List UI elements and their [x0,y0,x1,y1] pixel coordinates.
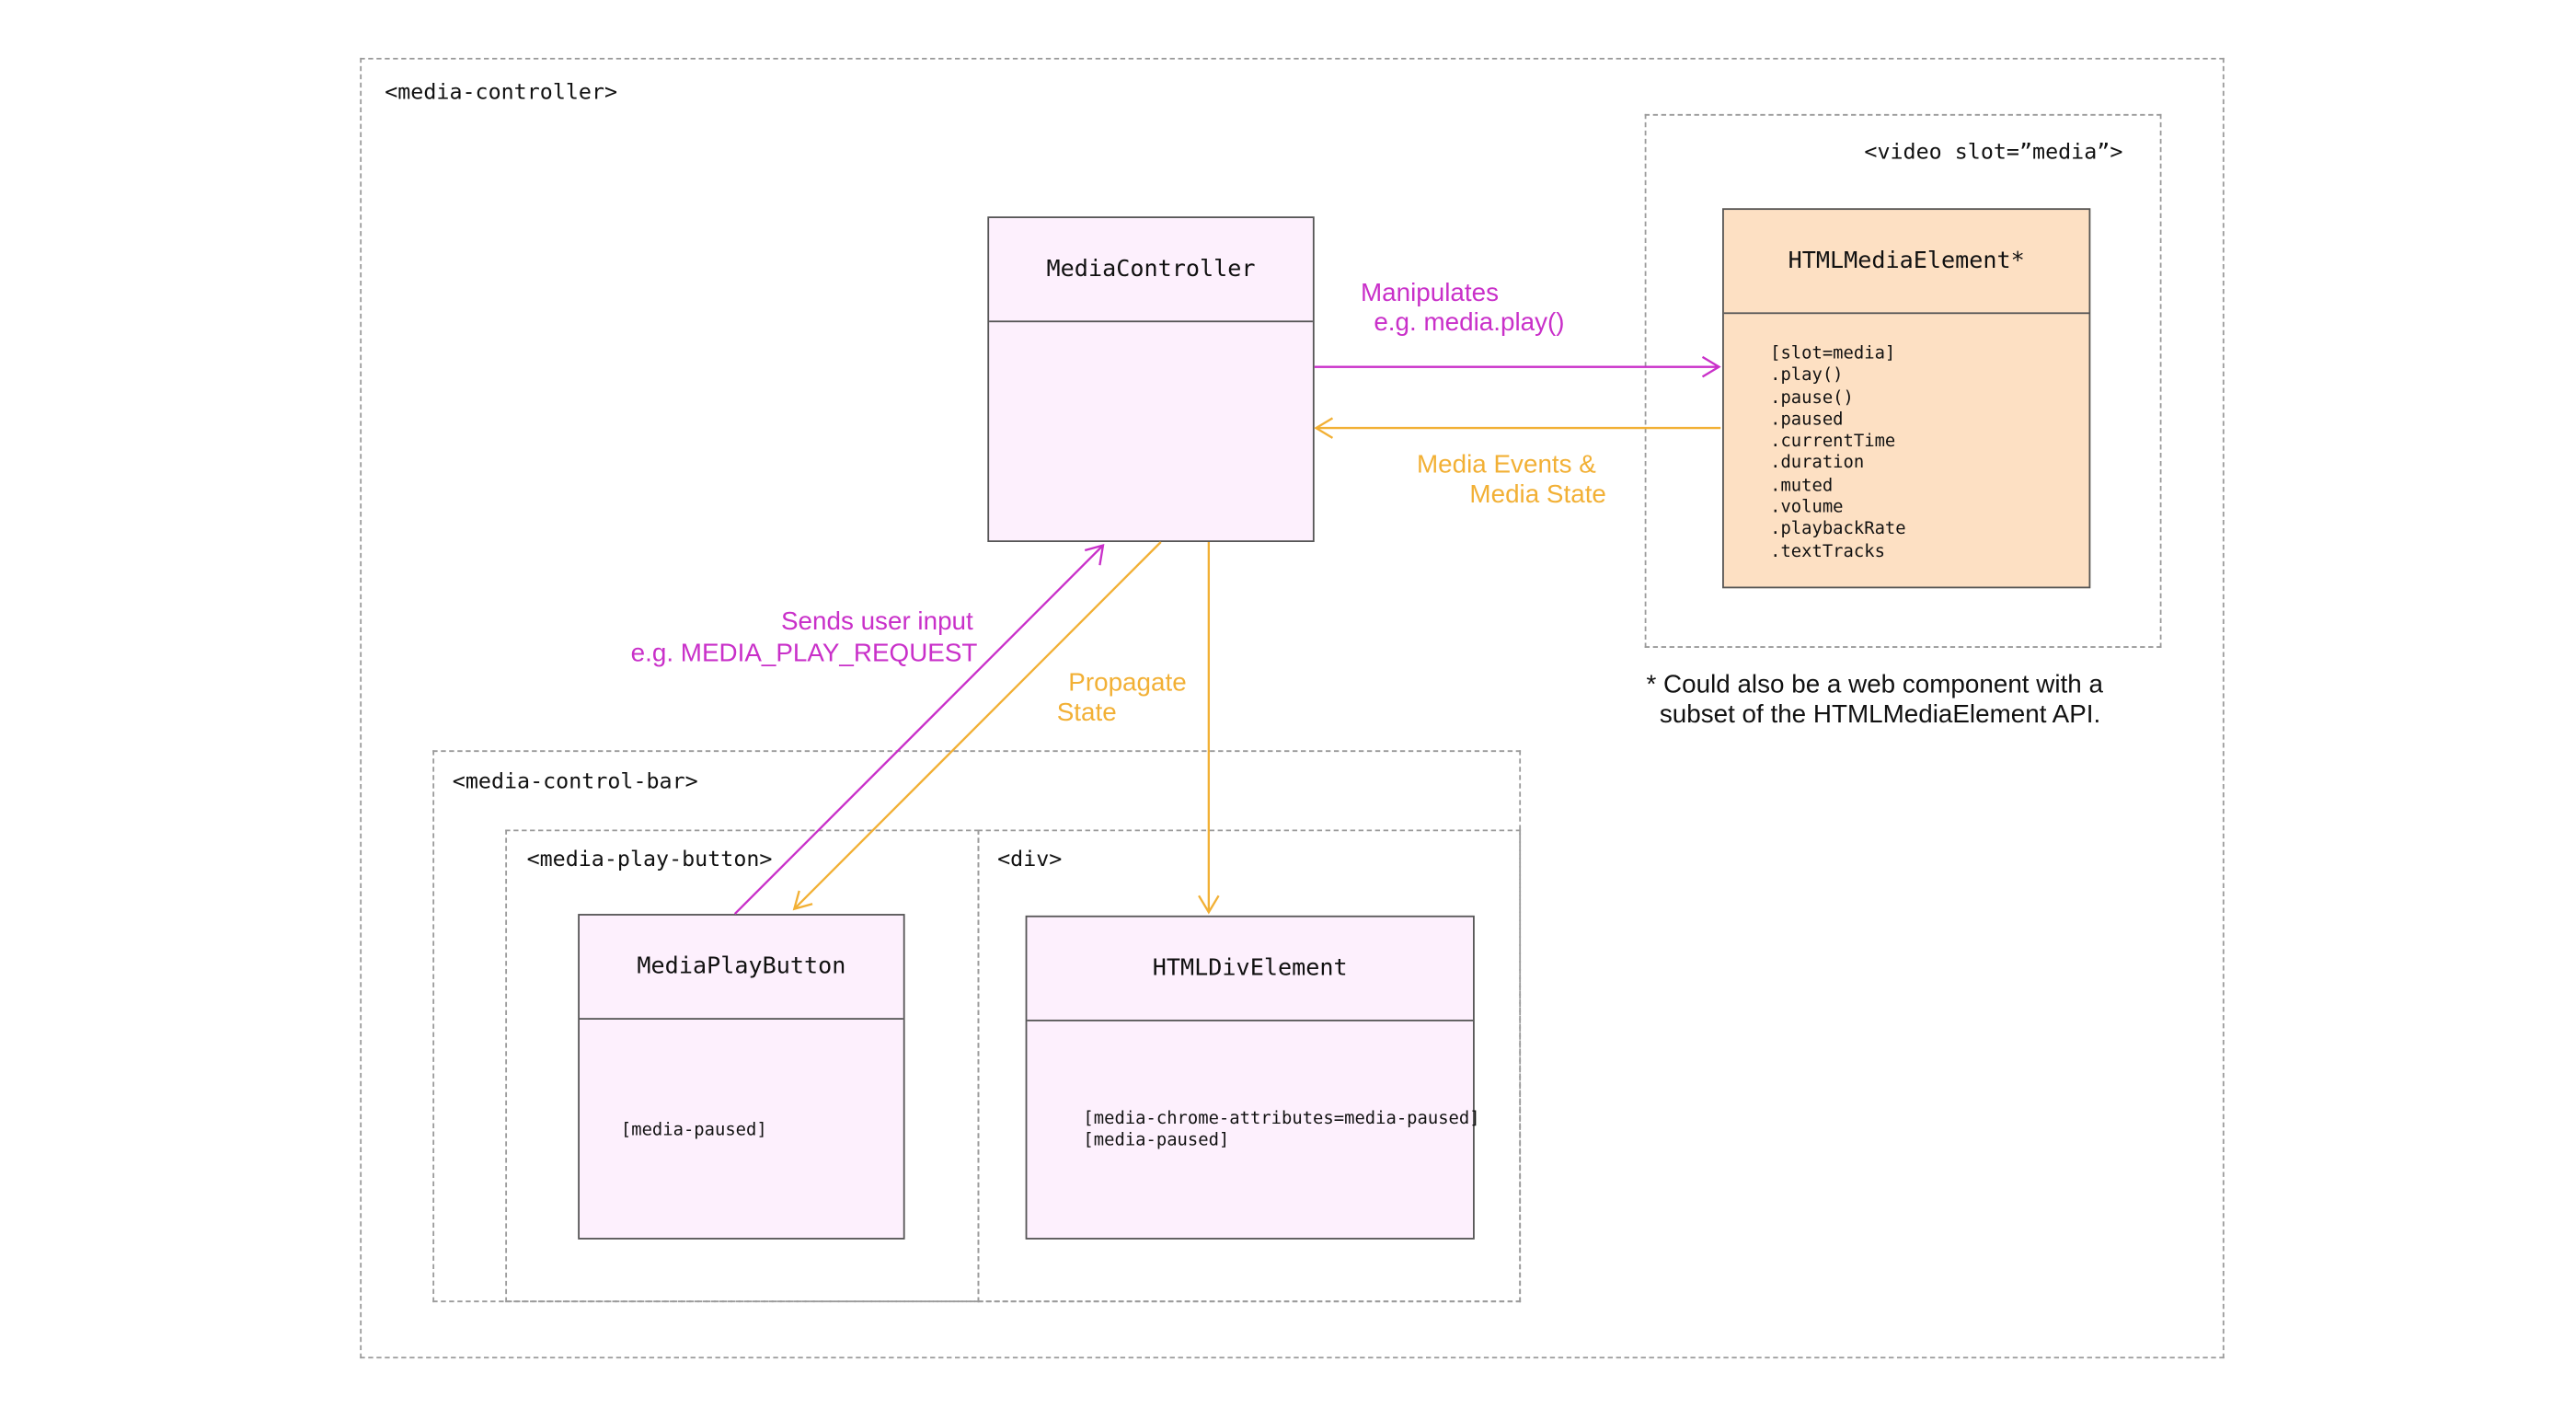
video-tag: <video slot=”media”> [1864,140,2123,166]
manipulates-arrow [1314,355,1721,378]
media-controller-title: MediaController [989,218,1313,323]
attribute-pause: .pause() [1770,387,1854,408]
html-media-element-attributes: [slot=media] .play() .pause() .paused .c… [1770,344,1906,564]
media-events-label-line1: Media Events & [1416,451,1596,479]
html-div-element-box: HTMLDivElement [media-chrome-attributes=… [1025,915,1480,1240]
manipulates-label-line1: Manipulates [1360,279,1499,308]
media-controller-box: MediaController [987,216,1315,543]
attribute-paused: .paused [1770,410,1844,430]
html-div-element-attributes: [media-chrome-attributes=media-paused] [… [1083,1109,1479,1153]
user-input-arrow [733,543,1105,915]
div-frame [977,829,1522,1303]
html-media-element-box: HTMLMediaElement* [slot=media] .play() .… [1722,208,2091,589]
media-controller-tag: <media-controller> [385,80,618,106]
media-play-button-box: MediaPlayButton [media-paused] [578,914,905,1240]
attribute-current-time: .currentTime [1770,432,1896,452]
attribute-duration: .duration [1770,453,1865,474]
html-media-element-title: HTMLMediaElement* [1723,210,2089,315]
user-input-label-line2: e.g. MEDIA_PLAY_REQUEST [630,639,978,668]
footnote-line2: subset of the HTMLMediaElement API. [1659,700,2101,729]
attribute-playback-rate: .playbackRate [1770,519,1906,540]
attribute-slot: [slot=media] [1770,343,1896,364]
media-play-button-tag: <media-play-button> [526,848,773,873]
attribute-media-paused: [media-paused] [620,1120,767,1141]
attribute-media-chrome-attributes: [media-chrome-attributes=media-paused] [1083,1108,1480,1129]
attribute-text-tracks: .textTracks [1770,541,1885,561]
media-events-label-line2: Media State [1469,480,1606,510]
attribute-media-paused: [media-paused] [1083,1130,1230,1151]
media-events-arrow [1314,417,1721,439]
video-frame [1644,113,2162,648]
manipulates-label-line2: e.g. media.play() [1374,308,1565,338]
media-play-button-title: MediaPlayButton [579,916,903,1020]
div-tag: <div> [997,848,1063,873]
media-controller-frame [360,57,2225,1359]
media-control-bar-tag: <media-control-bar> [452,769,698,795]
html-div-element-title: HTMLDivElement [1027,918,1474,1021]
propagate-state-div-arrow [1198,542,1220,915]
user-input-label-line1: Sends user input [780,607,973,637]
media-play-button-attributes: [media-paused] [621,1121,767,1143]
propagate-label-line1: Propagate [1068,669,1187,698]
attribute-volume: .volume [1770,497,1844,518]
propagate-label-line2: State [1056,698,1117,728]
attribute-muted: .muted [1770,475,1834,496]
attribute-play: .play() [1770,365,1844,386]
propagate-state-arrow [792,541,1162,911]
footnote-line1: * Could also be a web component with a [1646,671,2103,699]
